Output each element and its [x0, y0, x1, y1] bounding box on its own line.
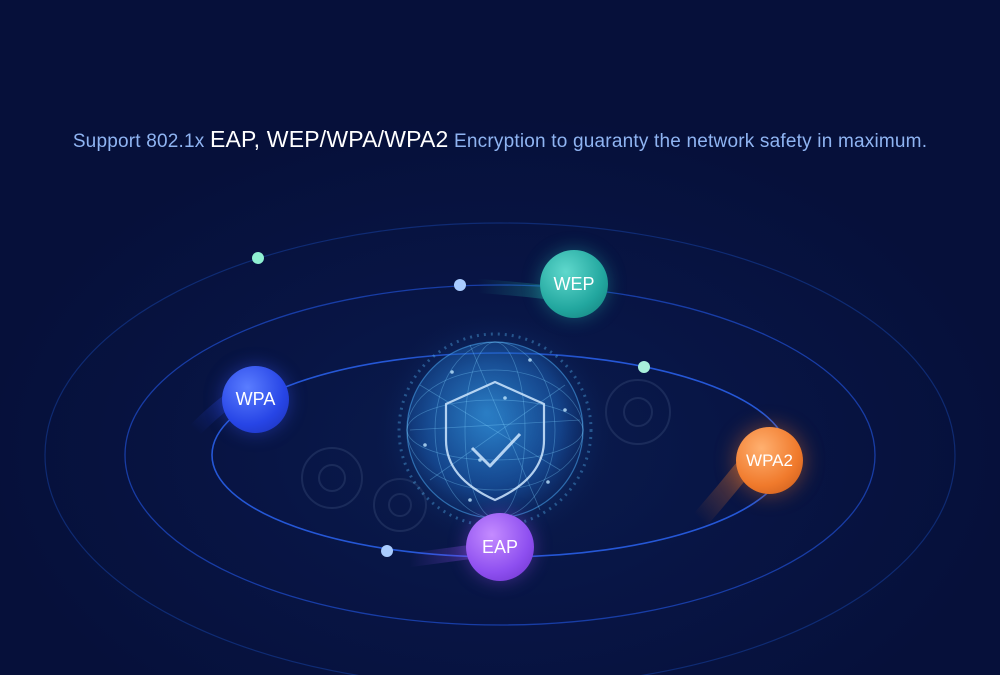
headline-emphasis: EAP, WEP/WPA/WPA2	[209, 126, 449, 152]
wep-badge: WEP	[540, 250, 608, 318]
wpa2-trail	[691, 461, 751, 529]
wpa-badge: WPA	[222, 366, 289, 433]
page-title: Support 802.1x EAP, WEP/WPA/WPA2 Encrypt…	[0, 126, 1000, 153]
shield-check-icon	[444, 380, 546, 502]
outer-orbit	[44, 222, 956, 675]
orbit-dot	[381, 545, 393, 557]
wep-trail	[471, 279, 552, 299]
eap-badge: EAP	[466, 513, 534, 581]
wpa-label: WPA	[235, 389, 276, 409]
wep-label: WEP	[553, 273, 595, 294]
orbit-dot	[454, 279, 466, 291]
wpa2-label: WPA2	[746, 450, 793, 470]
headline-prefix: Support 802.1x	[72, 131, 205, 152]
globe-mesh-icon	[375, 310, 615, 550]
eap-trail	[403, 545, 477, 567]
eap-label: EAP	[481, 536, 519, 557]
orbit-dot	[638, 361, 650, 373]
headline-suffix: Encryption to guaranty the network safet…	[454, 131, 928, 152]
orbit-dot	[252, 252, 264, 264]
wpa2-badge: WPA2	[736, 427, 803, 494]
